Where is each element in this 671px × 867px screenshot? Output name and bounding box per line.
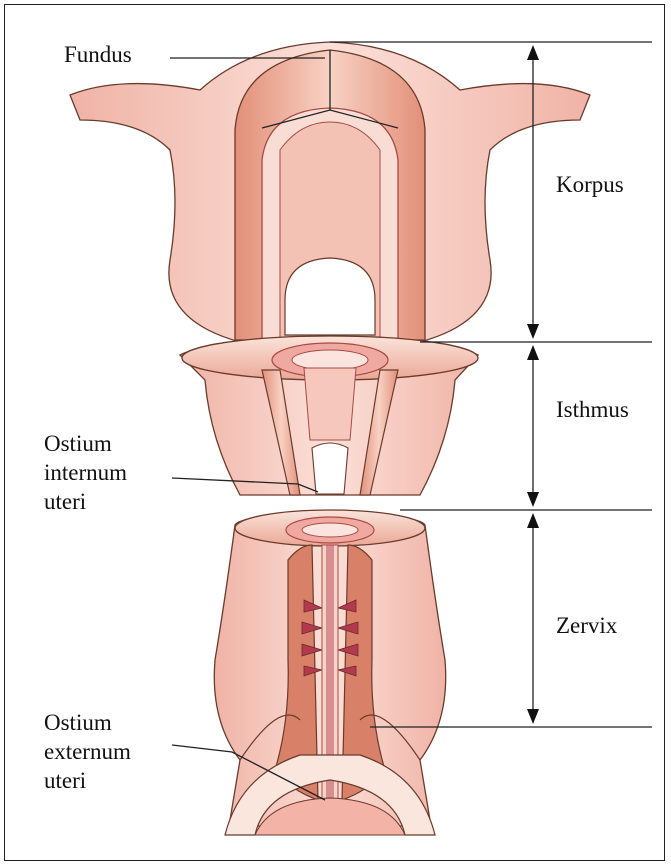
label-fundus: Fundus [64,42,132,67]
arrow-down-zervix [527,709,539,724]
label-ostium-externum-1: Ostium [44,710,112,735]
arrow-down-korpus [527,324,539,339]
uterine-body [70,42,590,342]
label-ostium-internum-1: Ostium [44,431,112,456]
label-ostium-internum-2: internum [44,460,127,485]
arrow-down-isthmus [527,492,539,507]
label-ostium-externum-3: uteri [44,768,86,793]
arrow-up-zervix [527,513,539,528]
arrow-up-korpus [527,45,539,60]
label-korpus: Korpus [556,172,624,197]
arrow-up-isthmus [527,345,539,360]
isthmus-segment [180,336,478,495]
cervix-segment [214,510,445,835]
label-isthmus: Isthmus [556,397,629,422]
label-zervix: Zervix [556,613,618,638]
label-ostium-externum-2: externum [44,739,131,764]
label-ostium-internum-3: uteri [44,489,86,514]
